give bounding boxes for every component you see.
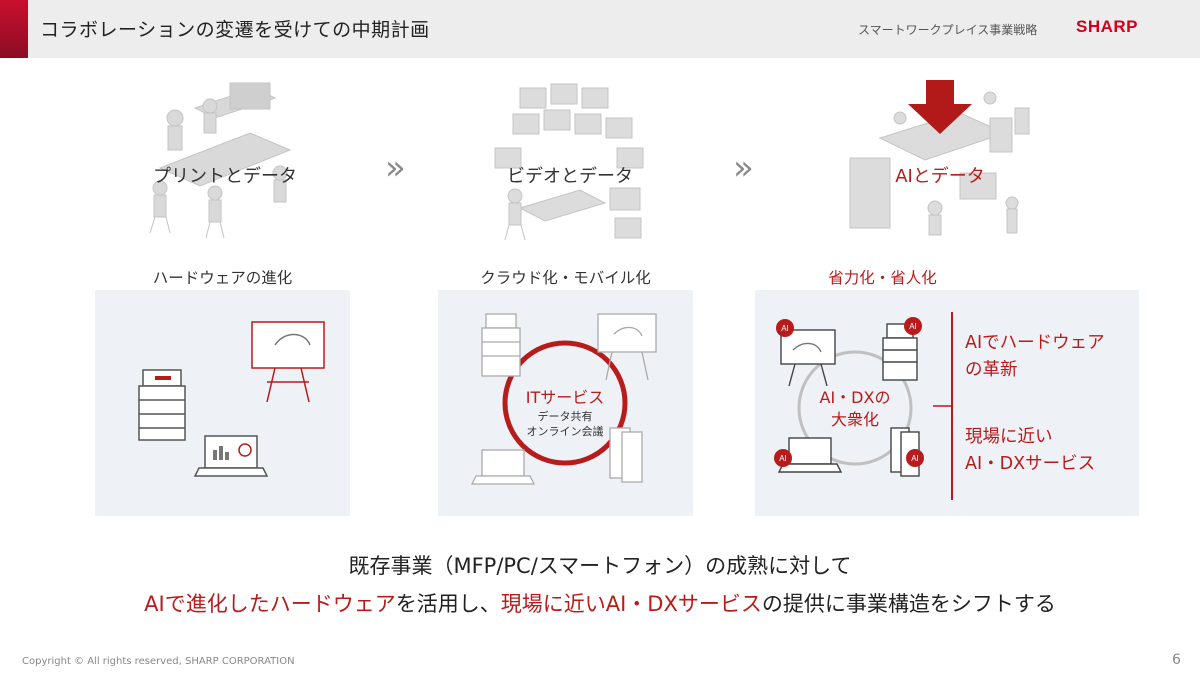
side-text-ai-hardware: AIでハードウェア の革新 [965, 330, 1105, 384]
stage-label-print: プリントとデータ [153, 166, 297, 187]
display-board-icon [251, 321, 325, 369]
ai-badge-label: AI [781, 324, 789, 333]
ai-dx-illustration: AI AI AI AI [774, 317, 951, 477]
laptop-icon [470, 449, 536, 485]
sharp-logo: SHARP [1076, 17, 1139, 36]
stage-print: プリントとデータ [140, 78, 310, 258]
stage-ai: AIとデータ [840, 78, 1040, 258]
ai-badge-label: AI [909, 322, 917, 331]
side-text-line: 現場に近い [965, 427, 1053, 447]
ai-dx-circle-line2: 大衆化 [830, 410, 879, 429]
mfp-printer-icon [138, 369, 186, 441]
caption-hardware: ハードウェアの進化 [152, 269, 293, 287]
panel-hardware [95, 290, 350, 516]
down-arrow-icon [908, 80, 972, 134]
key-message-text: を活用し、 [395, 592, 501, 616]
ai-badge-icon: AI AI AI AI [774, 317, 924, 467]
display-board-icon [597, 313, 657, 381]
copyright-text: Copyright © All rights reserved, SHARP C… [22, 656, 295, 667]
caption-labor-saving: 省力化・省人化 [828, 269, 937, 287]
side-text-line: の革新 [965, 360, 1018, 380]
stage-label-video: ビデオとデータ [507, 166, 633, 187]
page-number: 6 [1172, 652, 1181, 668]
ai-badge-label: AI [779, 454, 787, 463]
it-service-illustration [470, 313, 657, 485]
key-message-highlight: 現場に近いAI・DXサービス [500, 592, 762, 616]
bracket-divider [951, 312, 953, 500]
ai-badge-label: AI [911, 454, 919, 463]
hardware-devices-illustration [138, 321, 325, 477]
ai-dx-circle [797, 350, 913, 466]
page-title: コラボレーションの変遷を受けての中期計画 [40, 19, 430, 41]
office-meeting-illustration [149, 82, 292, 239]
key-message-line2: AIで進化したハードウェアを活用し、現場に近いAI・DXサービスの提供に事業構造… [0, 588, 1200, 618]
key-message-text: の提供に事業構造をシフトする [761, 592, 1056, 616]
ai-workplace-illustration [849, 80, 1030, 236]
it-service-title: ITサービス [525, 388, 605, 407]
panel-it-service: ITサービス データ共有 オンライン会議 [438, 290, 693, 516]
display-board-icon [780, 329, 836, 387]
chevron-right-icon: » [733, 148, 754, 188]
section-subtitle: スマートワークプレイス事業戦略 [858, 23, 1038, 37]
mfp-printer-icon [481, 313, 521, 377]
laptop-icon [193, 435, 269, 477]
header-bar: コラボレーションの変遷を受けての中期計画 スマートワークプレイス事業戦略 SHA… [0, 0, 1200, 58]
it-service-sub2: オンライン会議 [526, 425, 604, 438]
side-text-ai-dx-service: 現場に近い AI・DXサービス [965, 424, 1095, 478]
side-text-line: AIでハードウェア [965, 333, 1105, 353]
key-message-highlight: AIで進化したハードウェア [144, 592, 396, 616]
caption-cloud-mobile: クラウド化・モバイル化 [480, 269, 651, 287]
stage-label-ai: AIとデータ [895, 166, 985, 187]
ai-dx-circle-line1: AI・DXの [819, 388, 891, 407]
it-service-sub1: データ共有 [537, 410, 593, 423]
header-accent [0, 0, 28, 58]
mfp-printer-icon [882, 323, 918, 381]
key-message-line1: 既存事業（MFP/PC/スマートフォン）の成熟に対して [348, 554, 852, 578]
it-service-circle [502, 340, 628, 466]
panel-ai-dx: AI AI AI AI AI・DXの 大衆化 AIでハードウェア の革新 現場に近い … [755, 290, 1139, 516]
stage-video: ビデオとデータ [485, 78, 655, 258]
video-conference-illustration [494, 83, 644, 241]
chevron-right-icon: » [385, 148, 406, 188]
side-text-line: AI・DXサービス [965, 454, 1096, 474]
laptop-icon [777, 437, 843, 473]
smartphone-icon [609, 427, 643, 483]
